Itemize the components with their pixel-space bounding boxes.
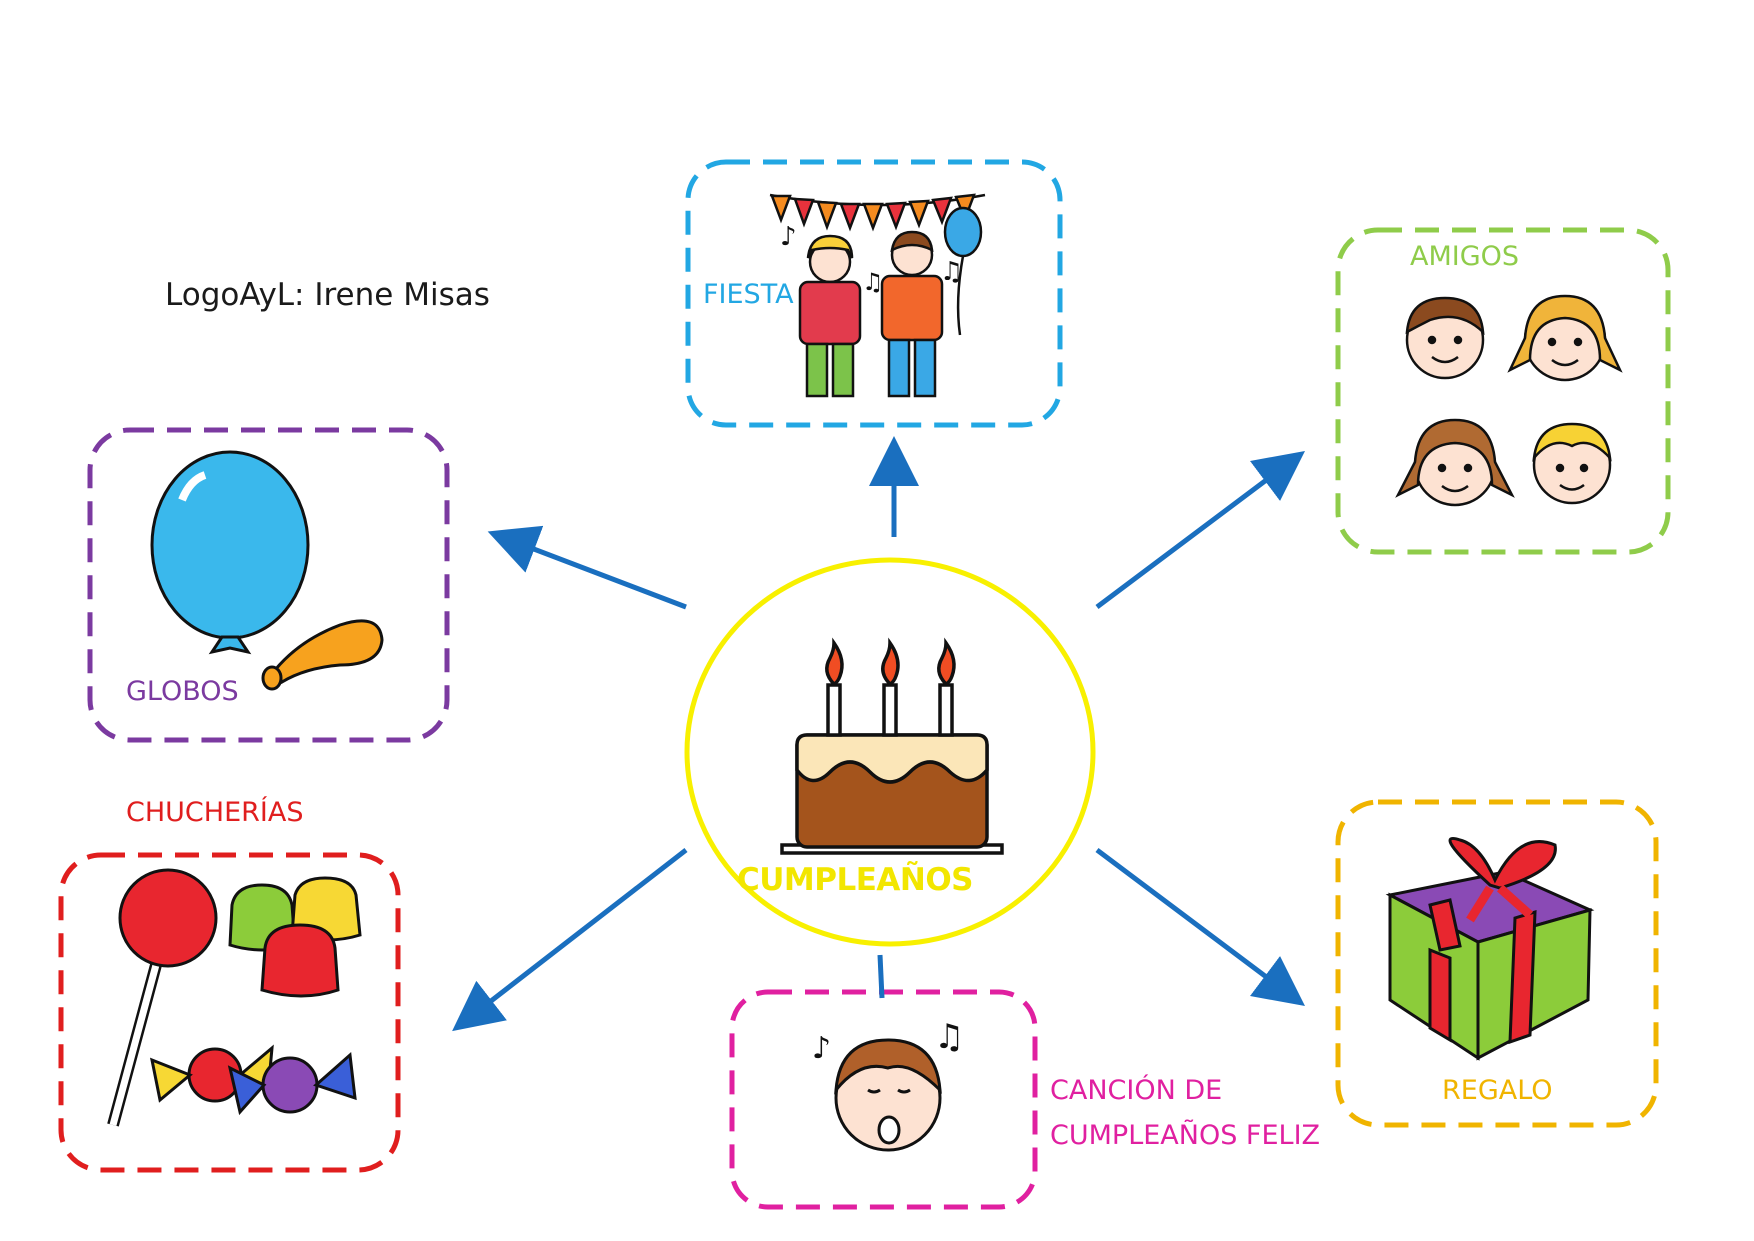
center-circle xyxy=(684,557,1096,947)
arrow-to-cancion xyxy=(877,954,885,999)
arrow-to-globos xyxy=(487,525,687,610)
deflated-balloon-icon xyxy=(261,619,384,691)
chucherias-frame xyxy=(58,852,401,1173)
fiesta-frame xyxy=(685,159,1063,428)
arrow-to-regalo xyxy=(1095,848,1305,1006)
regalo-frame xyxy=(1335,799,1659,1128)
connector-arrows xyxy=(452,436,1305,1032)
music-note-icon: ♪ xyxy=(780,222,797,252)
arrow-to-chucherias xyxy=(452,848,688,1032)
balloon-icon xyxy=(150,450,310,655)
cancion-label-line1: CANCIÓN DE xyxy=(1050,1075,1223,1106)
chucherias-label: CHUCHERÍAS xyxy=(126,797,304,828)
amigos-label: AMIGOS xyxy=(1410,241,1520,272)
globos-frame xyxy=(87,427,450,743)
globos-label: GLOBOS xyxy=(126,676,239,707)
music-note-icon: ♪ xyxy=(812,1031,831,1066)
music-note-icon: ♫ xyxy=(934,1017,964,1057)
music-note-icon: ♫ xyxy=(862,268,884,296)
party-kids-icon xyxy=(769,193,986,398)
music-note-icon: ♫ xyxy=(940,257,963,287)
author-credit: LogoAyL: Irene Misas xyxy=(165,277,490,313)
cancion-label-line2: CUMPLEAÑOS FELIZ xyxy=(1050,1120,1321,1151)
arrow-to-amigos xyxy=(1095,451,1305,609)
regalo-label: REGALO xyxy=(1442,1075,1553,1106)
center-label: CUMPLEAÑOS xyxy=(736,862,974,898)
singing-boy-icon xyxy=(834,1038,942,1152)
amigos-frame xyxy=(1335,227,1671,555)
fiesta-label: FIESTA xyxy=(703,279,794,310)
gift-box-icon xyxy=(1385,837,1595,1061)
birthday-cake-icon xyxy=(780,637,1004,855)
friends-faces-icon xyxy=(1395,294,1623,507)
candies-icon xyxy=(107,868,362,1127)
